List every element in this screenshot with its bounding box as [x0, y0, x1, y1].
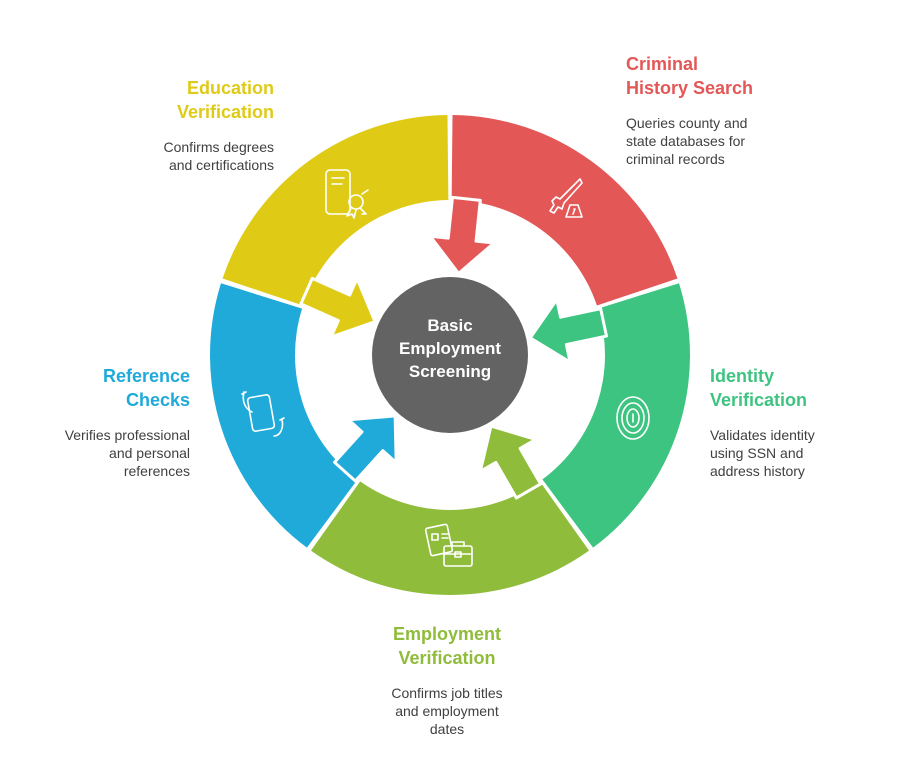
employment-desc-line-2: and employment [395, 703, 499, 719]
employment-title-line-2: Verification [398, 648, 496, 668]
ring-segments [209, 115, 690, 595]
center-title-line-2: Employment [398, 338, 502, 358]
employment-description: Confirms job titles and employment dates [347, 684, 547, 738]
knife-evidence-icon [549, 178, 583, 218]
certificate-icon [325, 169, 369, 219]
identity-description: Validates identity using SSN and address… [710, 426, 815, 480]
center-hub [372, 277, 528, 433]
identity-title-line-1: Identity [710, 366, 775, 386]
identity-label-group: Identity Verification Validates identity… [710, 364, 815, 480]
employment-arrow [478, 424, 543, 500]
reference-arrow [333, 414, 398, 483]
education-segment [222, 115, 449, 306]
education-description: Confirms degrees and certifications [120, 138, 275, 174]
criminal-title-line-1: Criminal [626, 54, 699, 74]
center-title-line-1: Basic [427, 315, 473, 335]
education-title-line-1: Education [186, 78, 274, 98]
reference-segment [209, 283, 358, 548]
education-arrow [299, 276, 377, 339]
education-title-line-2: Verification [176, 102, 274, 122]
identity-desc-line-3: address history [710, 463, 805, 479]
reference-desc-line-1: Verifies professional [64, 427, 190, 443]
criminal-description: Queries county and state databases for c… [626, 114, 753, 168]
criminal-desc-line-1: Queries county and [626, 115, 748, 131]
identity-segment [542, 283, 690, 548]
center-title-line-3: Screening [408, 361, 492, 381]
segment-icons [241, 169, 650, 567]
inward-arrows [299, 195, 608, 500]
center-title: Basic Employment Screening [372, 270, 528, 426]
employment-title: Employment Verification [347, 622, 547, 670]
reference-desc-line-3: references [123, 463, 190, 479]
hand-phone-icon [241, 391, 285, 437]
reference-desc-line-2: and personal [109, 445, 190, 461]
education-desc-line-2: and certifications [168, 157, 274, 173]
identity-title-line-2: Verification [710, 390, 808, 410]
criminal-desc-line-3: criminal records [626, 151, 725, 167]
employment-label-group: Employment Verification Confirms job tit… [347, 622, 547, 738]
criminal-arrow [428, 195, 496, 275]
education-title: Education Verification [120, 76, 274, 124]
employment-title-line-1: Employment [392, 624, 502, 644]
reference-description: Verifies professional and personal refer… [40, 426, 190, 480]
education-label-group: Education Verification Confirms degrees … [120, 76, 275, 174]
identity-desc-line-2: using SSN and [710, 445, 804, 461]
identity-desc-line-1: Validates identity [710, 427, 815, 443]
briefcase-documents-icon [424, 523, 473, 567]
criminal-title: Criminal History Search [626, 52, 753, 100]
criminal-label-group: Criminal History Search Queries county a… [626, 52, 753, 168]
criminal-desc-line-2: state databases for [626, 133, 746, 149]
reference-title-line-1: Reference [102, 366, 190, 386]
education-desc-line-1: Confirms degrees [163, 139, 275, 155]
fingerprint-icon [616, 396, 650, 440]
reference-label-group: Reference Checks Verifies professional a… [40, 364, 190, 480]
identity-arrow [528, 298, 608, 364]
reference-title: Reference Checks [40, 364, 190, 412]
reference-title-line-2: Checks [125, 390, 190, 410]
criminal-segment [451, 115, 678, 306]
employment-desc-line-1: Confirms job titles [391, 685, 503, 701]
identity-title: Identity Verification [710, 364, 815, 412]
employment-desc-line-3: dates [429, 721, 465, 737]
criminal-title-line-2: History Search [626, 78, 754, 98]
